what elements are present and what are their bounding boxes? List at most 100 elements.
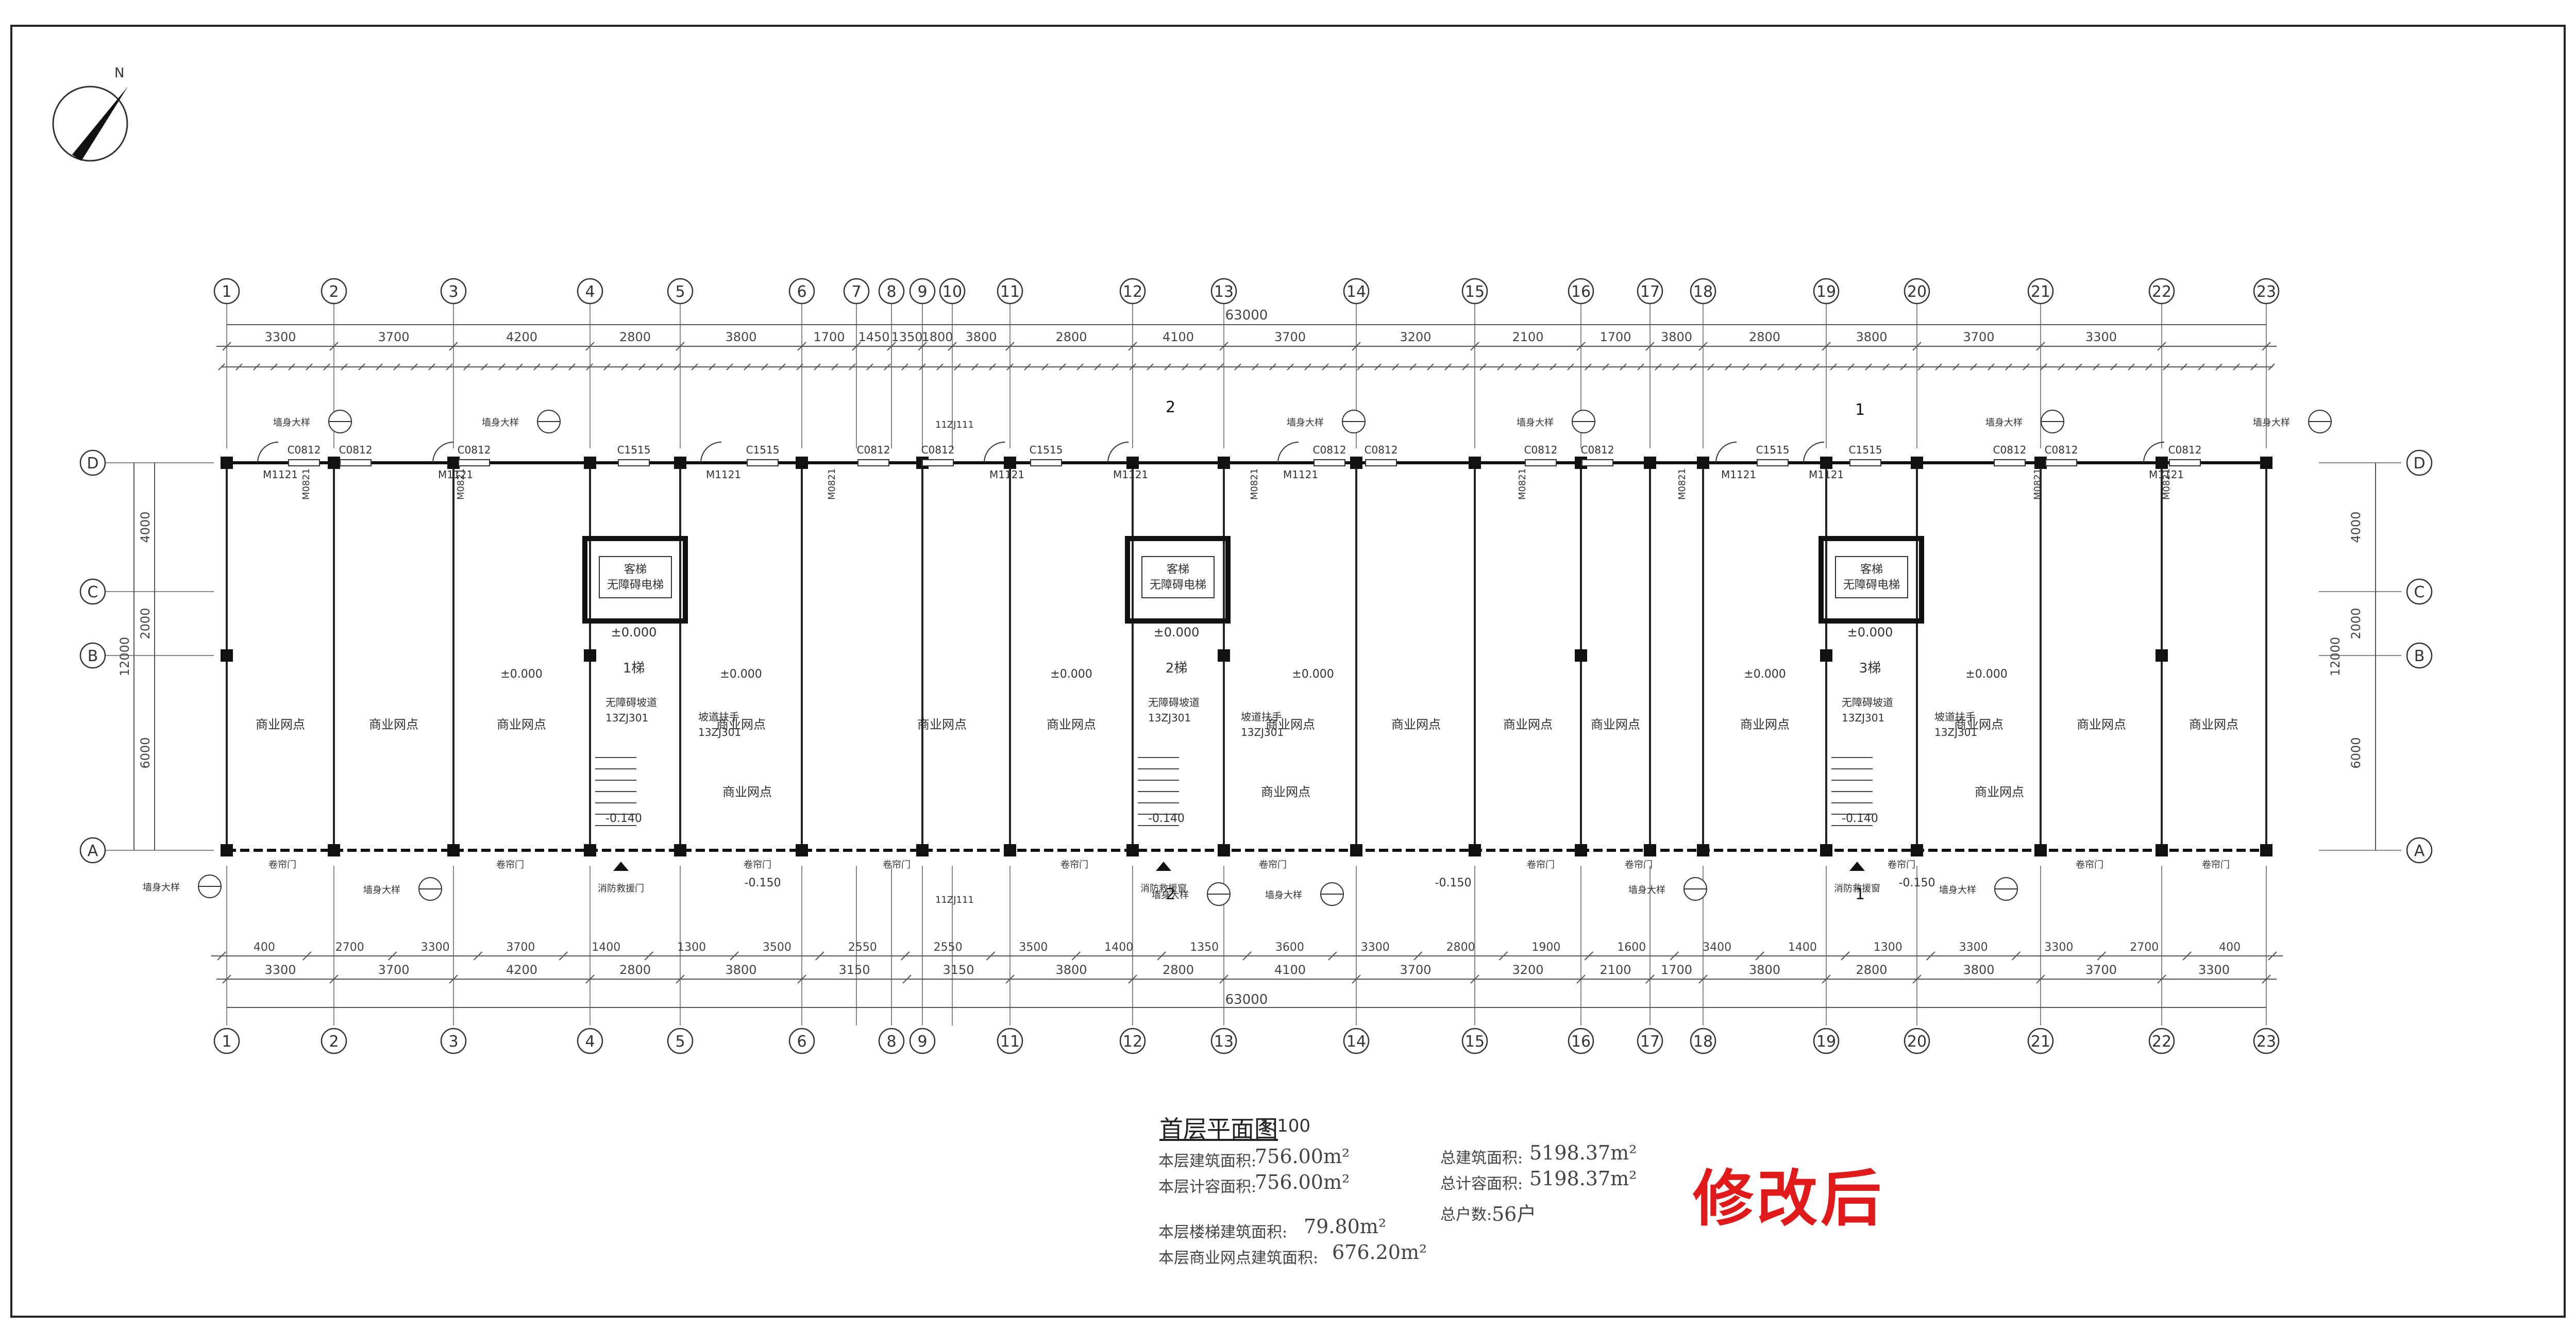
dimension-tick <box>1409 363 1417 371</box>
dimension-tick <box>388 951 397 961</box>
shop-door-label: 卷帘门 <box>496 860 524 870</box>
grid-label: 21 <box>2031 1033 2050 1051</box>
dimension-tick <box>1707 363 1714 371</box>
dimension-text: 3700 <box>2085 963 2117 977</box>
dimension-tick <box>306 363 313 371</box>
shop-area-label: 本层商业网点建筑面积: <box>1158 1249 1319 1267</box>
dimension-tick <box>1847 363 1855 371</box>
shop-label: 商业网点 <box>2077 717 2126 732</box>
door-label: M0821 <box>1677 468 1688 500</box>
door-label: M1121 <box>1721 468 1756 481</box>
grid-bubble <box>1210 1028 1237 1054</box>
dimension-tick <box>393 363 400 371</box>
column <box>1218 844 1230 856</box>
door-label: M0821 <box>456 468 466 500</box>
detail-label: 墙身大样 <box>273 417 310 428</box>
dimension-tick <box>1742 363 1749 371</box>
dimension-text: 3150 <box>942 963 974 977</box>
dimension-tick <box>1912 974 1922 984</box>
column <box>221 457 233 469</box>
dimension-tick <box>1413 951 1423 961</box>
dimension-tick <box>936 363 944 371</box>
column <box>1644 457 1656 469</box>
dimension-tick <box>1352 974 1361 984</box>
elevator-shaft <box>1819 536 1924 624</box>
dimension-tick <box>222 974 231 984</box>
elevation-mark: ±0.000 <box>720 668 762 681</box>
grid-bubble <box>843 278 870 305</box>
grid-bubble <box>788 1028 815 1054</box>
dimension-tick <box>674 363 681 371</box>
dimension-tick <box>1252 363 1259 371</box>
dimension-tick <box>559 951 568 961</box>
dimension-tick <box>1812 363 1820 371</box>
door-label: M1121 <box>1113 468 1148 481</box>
detail-ref: 11ZJ111 <box>935 419 974 430</box>
drawing-scale: 1:100 <box>1260 1116 1310 1136</box>
dimension-tick <box>2157 974 2166 984</box>
dimension-tick <box>2233 363 2240 371</box>
dimension-text: 3800 <box>1856 330 1887 344</box>
grid-label: 22 <box>2152 283 2171 301</box>
dimension-tick <box>1199 363 1206 371</box>
dimension-tick <box>288 363 295 371</box>
grid-label: D <box>87 455 98 473</box>
window <box>2045 459 2077 466</box>
dimension-tick <box>1462 363 1469 371</box>
grid-bubble <box>788 278 815 305</box>
dimension-tick <box>1822 974 1831 984</box>
window-label: C1515 <box>746 444 780 456</box>
dimension-text: 2700 <box>2130 941 2159 954</box>
dimension-text: 4000 <box>138 511 153 543</box>
elevator-sublabel: 无障碍电梯 <box>1843 579 1900 592</box>
dimension-tick <box>1760 363 1767 371</box>
grid-label: 3 <box>448 283 458 301</box>
dimension-tick <box>1970 363 1977 371</box>
grid-label: 20 <box>1907 283 1927 301</box>
stair-label: 3梯 <box>1859 661 1881 676</box>
elevator-shaft <box>1125 536 1231 624</box>
elevator-label: 客梯 <box>1167 563 1189 576</box>
dimension-tick <box>1322 363 1329 371</box>
dimension-tick <box>1637 363 1644 371</box>
dimension-tick <box>1287 363 1294 371</box>
grid-bubble <box>2406 449 2433 476</box>
dimension-text: 6000 <box>2349 737 2363 768</box>
shop-label: 商业网点 <box>1591 717 1640 732</box>
elevator-car <box>1835 556 1908 598</box>
shop-label: 商业网点 <box>1261 785 1310 799</box>
dimension-tick <box>411 363 418 371</box>
dimension-tick <box>1822 342 1831 351</box>
shop-label: 商业网点 <box>722 785 772 799</box>
shop-label: 商业网点 <box>716 717 766 732</box>
dimension-tick <box>1670 951 1679 961</box>
grid-label: 14 <box>1346 1033 1366 1051</box>
grid-bubble <box>2148 1028 2175 1054</box>
detail-label: 墙身大样 <box>1939 885 1976 896</box>
dimension-tick <box>1234 363 1241 371</box>
grid-bubble <box>1637 278 1663 305</box>
door-label: M0821 <box>1249 468 1260 500</box>
window <box>1525 459 1557 466</box>
window <box>1849 459 1881 466</box>
column <box>1575 844 1587 856</box>
shop-label: 商业网点 <box>497 717 546 732</box>
detail-label: 墙身大样 <box>2253 417 2290 428</box>
column <box>1350 844 1362 856</box>
dimension-text: 3300 <box>1361 941 1390 954</box>
grid-bubble <box>213 1028 240 1054</box>
dimension-text: 3800 <box>725 963 756 977</box>
dimension-tick <box>730 951 739 961</box>
handrail-ref: 13ZJ301 <box>1934 726 1977 738</box>
grid-bubble <box>1119 278 1146 305</box>
dimension-tick <box>1830 363 1837 371</box>
dimension-tick <box>1328 951 1337 961</box>
elevation-mark: ±0.000 <box>500 668 542 681</box>
dimension-tick <box>253 363 260 371</box>
shop-label: 商业网点 <box>1954 717 2003 732</box>
dimension-text: 2000 <box>2349 608 2363 639</box>
dimension-text: 1900 <box>1531 941 1560 954</box>
dimension-text: 4200 <box>506 963 537 977</box>
elevation-mark: ±0.000 <box>1744 668 1786 681</box>
fire-label: 消防救援窗 <box>1834 883 1880 894</box>
